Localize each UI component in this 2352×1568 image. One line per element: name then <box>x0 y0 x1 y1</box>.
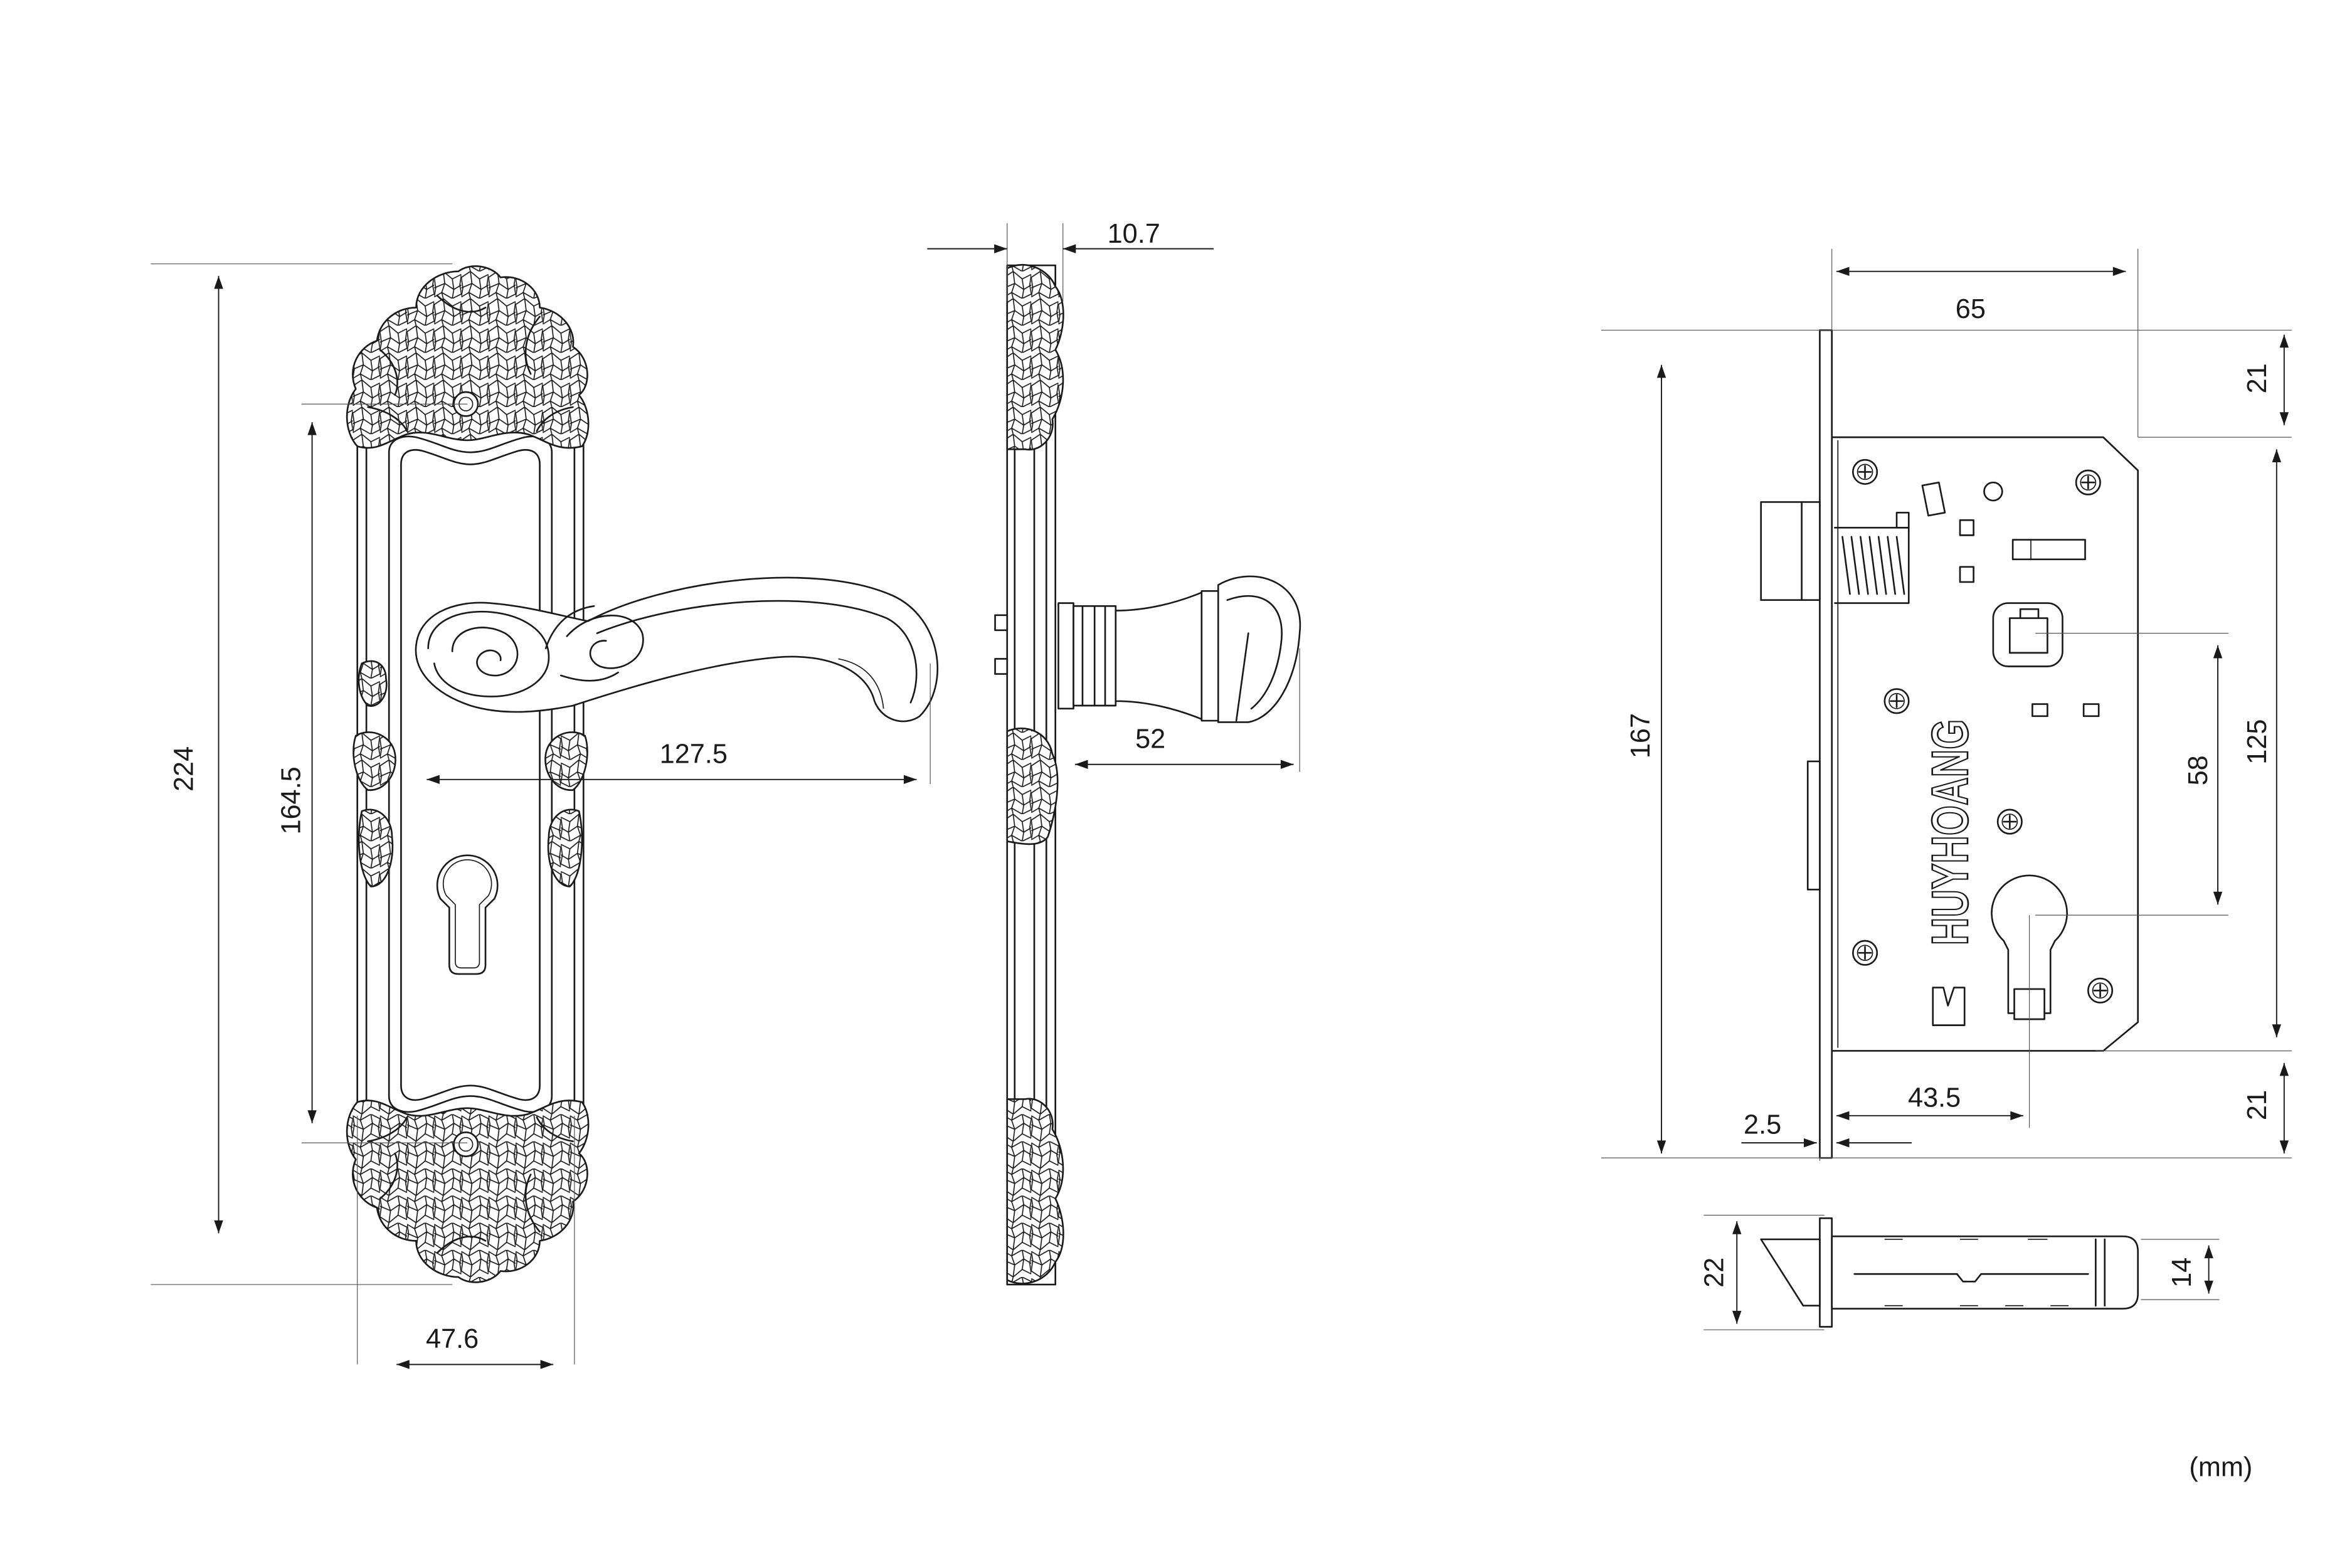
dimension-label-backset: 65 <box>1956 294 1986 324</box>
euro-cylinder-keyhole <box>436 854 499 975</box>
lever-handle <box>415 576 938 723</box>
front-dimensions: 224 164.5 127.5 47.6 <box>151 263 931 1369</box>
spring-housing <box>1834 527 1910 604</box>
dimension-label-spindle-to-cylinder: 58 <box>2183 755 2213 785</box>
dimension-label-top-offset: 21 <box>2242 363 2272 393</box>
screw-icon <box>2075 469 2101 495</box>
side-leaf-ornaments-left <box>352 660 396 887</box>
side-dimensions: 10.7 52 <box>927 219 1300 772</box>
dimension-label-handle-projection: 52 <box>1135 724 1165 754</box>
dimension-label-case-height: 125 <box>2242 719 2272 765</box>
spindle-tab <box>994 614 1009 632</box>
slot <box>1959 566 1974 583</box>
plate-panel-outer <box>388 435 553 1113</box>
units-label: (mm) <box>2189 1452 2252 1482</box>
handle-tip-line <box>838 658 884 709</box>
dimension-label-cylinder-backset: 43.5 <box>1908 1083 1961 1113</box>
side-middle-ornament <box>1006 728 1059 845</box>
handle-shank <box>1057 602 1074 710</box>
rosette-scroll <box>427 610 550 697</box>
crest-leaf-lines <box>367 294 574 432</box>
dimension-label-faceplate-height: 167 <box>1626 713 1656 758</box>
spring-coils <box>1841 536 1905 595</box>
mortise-lock-view: HUYHOANG 65 21 125 <box>1601 248 2292 1161</box>
dimension-label-faceplate-width: 22 <box>1700 1258 1730 1288</box>
dimension-label-screw-spacing: 164.5 <box>276 766 306 834</box>
leaf-ornament <box>358 808 394 887</box>
faceplate-slot <box>1806 760 1821 891</box>
slot <box>2082 703 2100 718</box>
faceplate <box>1819 329 1833 1159</box>
side-view: 10.7 52 <box>927 219 1301 1286</box>
bottom-case <box>1831 1235 2139 1310</box>
slot <box>1959 519 1974 536</box>
lock-case <box>1831 436 2139 1052</box>
bottom-faceplate <box>1819 1217 1833 1328</box>
lever-pin <box>1921 481 1946 517</box>
bottom-case-marks <box>1884 1239 2069 1306</box>
bottom-latch <box>1760 1238 1821 1307</box>
leaf-ornament <box>352 731 396 791</box>
bottom-crest-ornament <box>346 1099 590 1283</box>
handle-outline <box>415 576 938 723</box>
slide-bar <box>2011 539 2086 561</box>
handle-highlight <box>596 600 918 704</box>
follower-square <box>2009 608 2048 654</box>
brand-name: HUYHOANG <box>1922 719 1979 946</box>
top-crest-ornament <box>346 265 590 449</box>
latch-body <box>1760 501 1821 601</box>
handle-tip-detail <box>1226 595 1283 722</box>
spindle-tab <box>994 658 1009 675</box>
pivot-pin <box>1983 481 2003 502</box>
side-crest-outline <box>1006 263 1064 451</box>
dimension-label-handle-length: 127.5 <box>660 739 728 769</box>
keyhole-outline <box>436 854 499 975</box>
dimension-label-bottom-offset: 21 <box>2242 1090 2272 1120</box>
crest-outline <box>346 265 590 449</box>
handle-neck <box>1115 591 1203 720</box>
slot <box>2032 703 2048 718</box>
dimension-label-faceplate-thickness: 2.5 <box>1744 1110 1781 1140</box>
dimension-label-overall-height: 224 <box>169 746 199 792</box>
leaf-ornament <box>358 660 388 707</box>
front-view: 224 164.5 127.5 47.6 <box>151 263 938 1369</box>
bottom-dimensions: 22 14 <box>1700 1214 2220 1330</box>
screw-icon <box>1883 688 1910 714</box>
handle-tip <box>1217 575 1301 723</box>
bottom-view: 22 14 <box>1700 1214 2220 1330</box>
side-top-crest <box>1006 263 1064 451</box>
dimension-label-case-width: 14 <box>2167 1258 2197 1288</box>
plate-panel-inner <box>400 449 541 1101</box>
screw-icon <box>2087 977 2114 1004</box>
screw-icon <box>1852 458 1878 485</box>
handle-flange <box>1200 590 1219 722</box>
screw-icon <box>1852 940 1878 966</box>
latch-spring <box>1834 511 1910 604</box>
acanthus-leaf <box>544 605 644 682</box>
keyhole-inner <box>442 859 492 969</box>
side-handle <box>1057 575 1301 723</box>
spindle-follower <box>1992 602 2063 667</box>
mortise-dimensions: 65 21 125 58 21 167 43.5 2.5 <box>1601 248 2292 1161</box>
follower-hub <box>1992 602 2063 667</box>
handle-collar <box>1073 605 1117 707</box>
dimension-label-plate-thickness: 10.7 <box>1108 219 1160 249</box>
spring-tab <box>1895 511 1910 529</box>
dimension-label-plate-width: 47.6 <box>426 1324 479 1354</box>
screw-icon <box>1996 808 2023 835</box>
bottom-case-lines <box>1853 1238 2106 1307</box>
latch-bolt <box>1760 501 1821 601</box>
catch-block <box>1932 987 1966 1026</box>
